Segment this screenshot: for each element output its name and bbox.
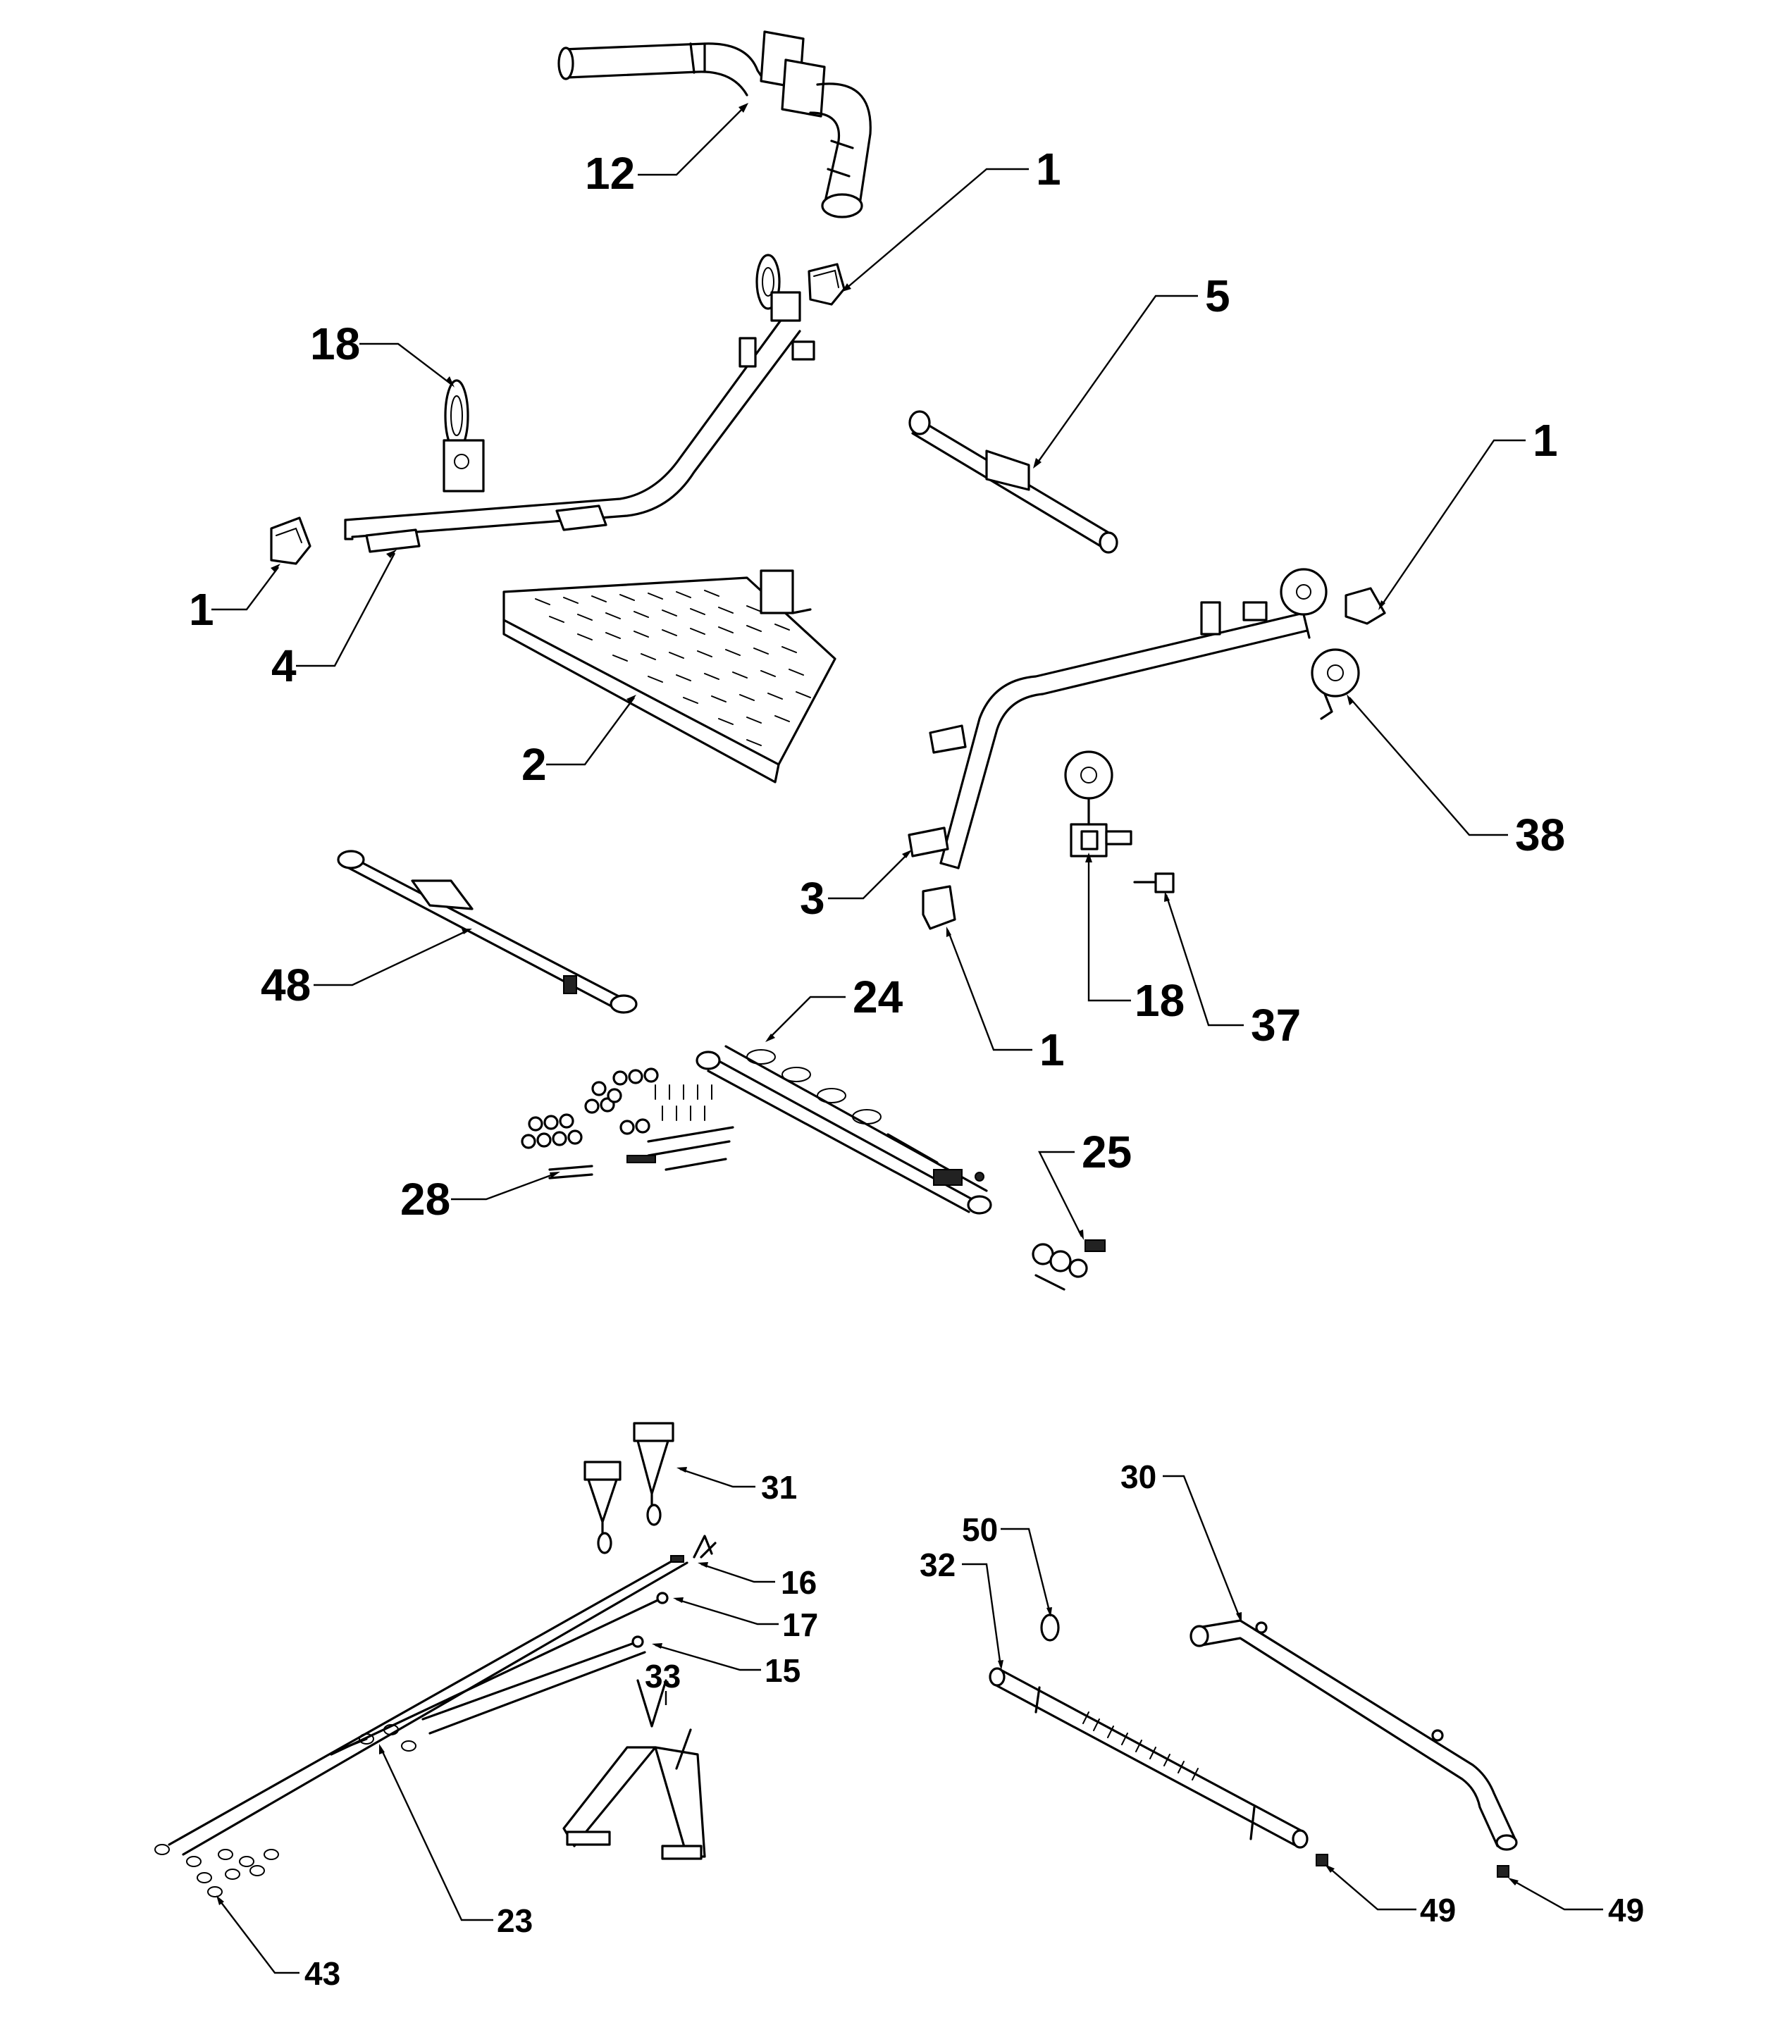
callout-1-left: 1 (189, 584, 214, 635)
callout-32: 32 (920, 1547, 956, 1583)
callout-18-top: 18 (310, 318, 360, 369)
part-15-cable (421, 1635, 646, 1735)
callout-31: 31 (761, 1469, 797, 1506)
callout-38: 38 (1515, 810, 1565, 860)
callout-18-bottom: 18 (1135, 975, 1185, 1026)
callout-labels: 12 1 5 18 1 1 4 2 38 3 48 24 18 37 1 25 … (189, 144, 1644, 1992)
part-1-cap-top-left (808, 263, 846, 306)
part-1-cap-right-top (1345, 587, 1386, 625)
part-49-end-cap-left (1316, 1854, 1328, 1866)
callout-5: 5 (1205, 271, 1230, 321)
callout-1-bottom: 1 (1039, 1024, 1065, 1075)
callout-3: 3 (800, 873, 825, 924)
part-18-pulley-top (443, 379, 485, 493)
part-3-right-frame (908, 568, 1328, 869)
part-28-hardware-kit (521, 1067, 734, 1179)
callout-15: 15 (765, 1652, 801, 1689)
callout-12: 12 (585, 148, 635, 199)
part-23-clips (344, 1724, 416, 1752)
part-33-triangle-handle (562, 1679, 706, 1860)
part-30-bent-bar (1189, 1619, 1518, 1851)
callout-50: 50 (962, 1511, 998, 1548)
part-50-clip (1040, 1613, 1060, 1642)
part-43-clips (154, 1844, 279, 1897)
callout-37: 37 (1251, 1000, 1301, 1051)
part-48-strap (337, 850, 638, 1014)
callout-4: 4 (271, 640, 297, 691)
callout-49-right: 49 (1608, 1892, 1644, 1928)
part-2-diamond-plate (502, 569, 836, 783)
part-38-pulley (1311, 648, 1360, 720)
part-12-handlebar (557, 30, 872, 218)
part-16-cable (168, 1535, 717, 1856)
part-31-handles (583, 1422, 674, 1554)
callout-48: 48 (261, 960, 311, 1010)
part-4-left-frame (344, 254, 815, 553)
callout-28: 28 (400, 1174, 450, 1225)
part-1-cap-right-bottom (922, 885, 956, 930)
callout-2: 2 (521, 739, 547, 790)
part-17-cable (330, 1592, 669, 1756)
callout-16: 16 (781, 1564, 817, 1601)
part-1-cap-left (270, 516, 311, 565)
callout-49-left: 49 (1420, 1892, 1456, 1928)
part-25-hardware (1032, 1239, 1106, 1291)
leader-lines (211, 103, 1603, 1974)
callout-33: 33 (645, 1658, 681, 1695)
part-24-strap-set (696, 1045, 992, 1215)
callout-43: 43 (304, 1955, 340, 1992)
callout-30: 30 (1120, 1458, 1156, 1495)
callout-25: 25 (1082, 1127, 1132, 1177)
part-32-long-bar (989, 1667, 1309, 1849)
callout-17: 17 (782, 1606, 818, 1643)
part-37-knob (1133, 872, 1175, 893)
callout-1-right: 1 (1533, 415, 1558, 466)
callout-23: 23 (497, 1902, 533, 1939)
callout-24: 24 (853, 972, 903, 1022)
part-18-pulley-bracket (1064, 750, 1132, 857)
callout-1-top: 1 (1036, 144, 1061, 194)
part-49-end-cap-right (1497, 1865, 1509, 1878)
part-5-cross-member (908, 410, 1118, 554)
